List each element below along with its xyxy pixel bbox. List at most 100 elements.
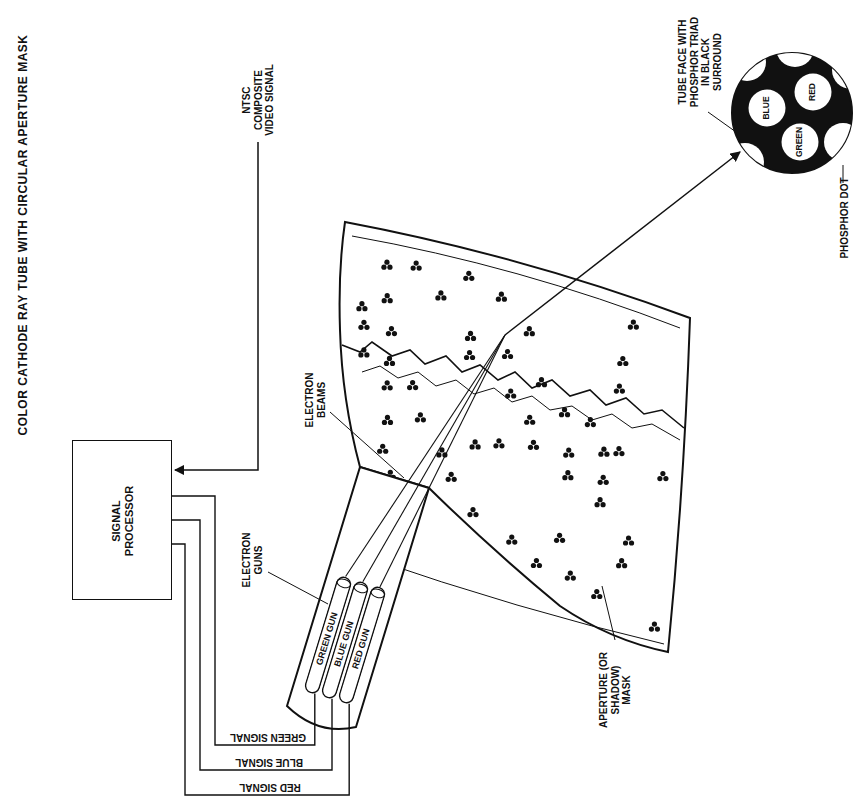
phosphor-triad-dot	[388, 298, 393, 303]
phosphor-triad-dot	[361, 347, 366, 352]
phosphor-triad-dot	[418, 412, 423, 417]
phosphor-triad-dot	[467, 512, 472, 517]
phosphor-triad-dot	[600, 502, 605, 507]
phosphor-triad-dot	[557, 533, 562, 538]
leader-line	[330, 412, 404, 478]
phosphor-triad-dot	[657, 476, 662, 481]
phosphor-triad-dot	[413, 385, 418, 390]
phosphor-triad-dot	[388, 420, 393, 425]
phosphor-triad-dot	[502, 297, 507, 302]
phosphor-triad-dot	[531, 563, 536, 568]
phosphor-triad-dot	[392, 331, 397, 336]
phosphor-triad-dot	[524, 420, 529, 425]
node-text: BLUE	[762, 96, 772, 119]
signal-label: NTSC COMPOSITE VIDEO SIGNAL	[241, 58, 276, 142]
phosphor-triad-dot	[358, 352, 363, 357]
phosphor-triad-dot	[382, 385, 387, 390]
phosphor-triad-dot	[415, 417, 420, 422]
phosphor-triad-dot	[527, 326, 532, 331]
phosphor-triad-dot	[407, 385, 412, 390]
phosphor-triad-dot	[388, 470, 393, 475]
phosphor-triad-dot	[414, 260, 419, 265]
phosphor-triad-dot	[384, 260, 389, 265]
phosphor-triad-dot	[463, 276, 468, 281]
gun-end	[336, 577, 352, 589]
phosphor-triad-dot	[539, 377, 544, 382]
phosphor-dot	[776, 29, 814, 67]
phosphor-triad-dot	[568, 571, 573, 576]
phosphor-triad-dot	[660, 471, 665, 476]
diagram-title: COLOR CATHODE RAY TUBE WITH CIRCULAR APE…	[17, 34, 31, 435]
phosphor-triad-dot	[449, 472, 454, 477]
phosphor-triad-dot	[534, 558, 539, 563]
phosphor-triad-dot	[619, 558, 624, 563]
signal-label: RED SIGNAL	[239, 781, 301, 793]
phosphor-triad-dot	[380, 444, 385, 449]
phosphor-triad-dot	[601, 447, 606, 452]
phosphor-triad-dot	[629, 540, 634, 545]
phosphor-triad-dot	[509, 535, 514, 540]
phosphor-triad-dot	[559, 412, 564, 417]
phosphor-triad-dot	[377, 449, 382, 454]
phosphor-triad-dot	[421, 417, 426, 422]
phosphor-dot	[832, 51, 858, 89]
aperture-mask-edge	[362, 366, 680, 440]
phosphor-triad-dot	[382, 420, 387, 425]
phosphor-triad-dot	[597, 497, 602, 502]
phosphor-triad-dot	[598, 452, 603, 457]
phosphor-triad-dot	[446, 477, 451, 482]
phosphor-triad-dot	[614, 388, 619, 393]
phosphor-triad-dot	[417, 265, 422, 270]
phosphor-triad-dot	[470, 507, 475, 512]
phosphor-triad-dot	[626, 535, 631, 540]
phosphor-dot: BLUE	[748, 89, 786, 127]
phosphor-triad-dot	[585, 422, 590, 427]
dot-fill	[795, 74, 832, 111]
node-text: SIGNAL PROCESSOR	[110, 484, 135, 558]
phosphor-triad-dot	[623, 540, 628, 545]
phosphor-triad-dot	[565, 412, 570, 417]
phosphor-triad-dot	[505, 393, 510, 398]
phosphor-triad-dot	[386, 331, 391, 336]
phosphor-triad-dot	[571, 576, 576, 581]
phosphor-triad-dot	[452, 477, 457, 482]
phosphor-triad-dot	[358, 325, 363, 330]
phosphor-triad-dot	[387, 356, 392, 361]
part-label: ELECTRON BEAMS	[304, 364, 327, 436]
phosphor-triad-dot	[620, 356, 625, 361]
part-label: APERTURE (OR SHADOW) MASK	[598, 650, 633, 730]
phosphor-triad-dot	[508, 354, 513, 359]
phosphor-triad-dot	[616, 563, 621, 568]
phosphor-triad-dot	[473, 439, 478, 444]
phosphor-triad-dot	[505, 349, 510, 354]
phosphor-triad-dot	[527, 415, 532, 420]
leader-line	[602, 586, 615, 640]
phosphor-triad-dot	[655, 627, 660, 632]
phosphor-dot: RED	[794, 73, 832, 111]
phosphor-triad-dot	[601, 475, 606, 480]
phosphor-triad-dot	[562, 407, 567, 412]
phosphor-dot	[728, 43, 766, 81]
phosphor-triad-dot	[438, 290, 443, 295]
tube-neck	[287, 467, 429, 729]
phosphor-triad-dot	[560, 538, 565, 543]
phosphor-triad-dot	[385, 415, 390, 420]
phosphor-triad-dot	[631, 319, 636, 324]
phosphor-triad-dot	[411, 265, 416, 270]
phosphor-triad-dot	[381, 265, 386, 270]
signal-label: BLUE SIGNAL	[235, 756, 303, 768]
phosphor-triad-dot	[617, 383, 622, 388]
phosphor-triad-dot	[512, 540, 517, 545]
phosphor-triad-dot	[364, 352, 369, 357]
magnify-arrow	[505, 152, 740, 335]
phosphor-triad-dot	[384, 361, 389, 366]
phosphor-triad-dot	[524, 331, 529, 336]
phosphor-triad-dot	[466, 271, 471, 276]
phosphor-triad-dot	[508, 388, 513, 393]
phosphor-triad-dot	[469, 276, 474, 281]
signal-wires	[172, 496, 349, 795]
phosphor-triad-dot	[591, 594, 596, 599]
cutaway-edge	[342, 342, 684, 428]
